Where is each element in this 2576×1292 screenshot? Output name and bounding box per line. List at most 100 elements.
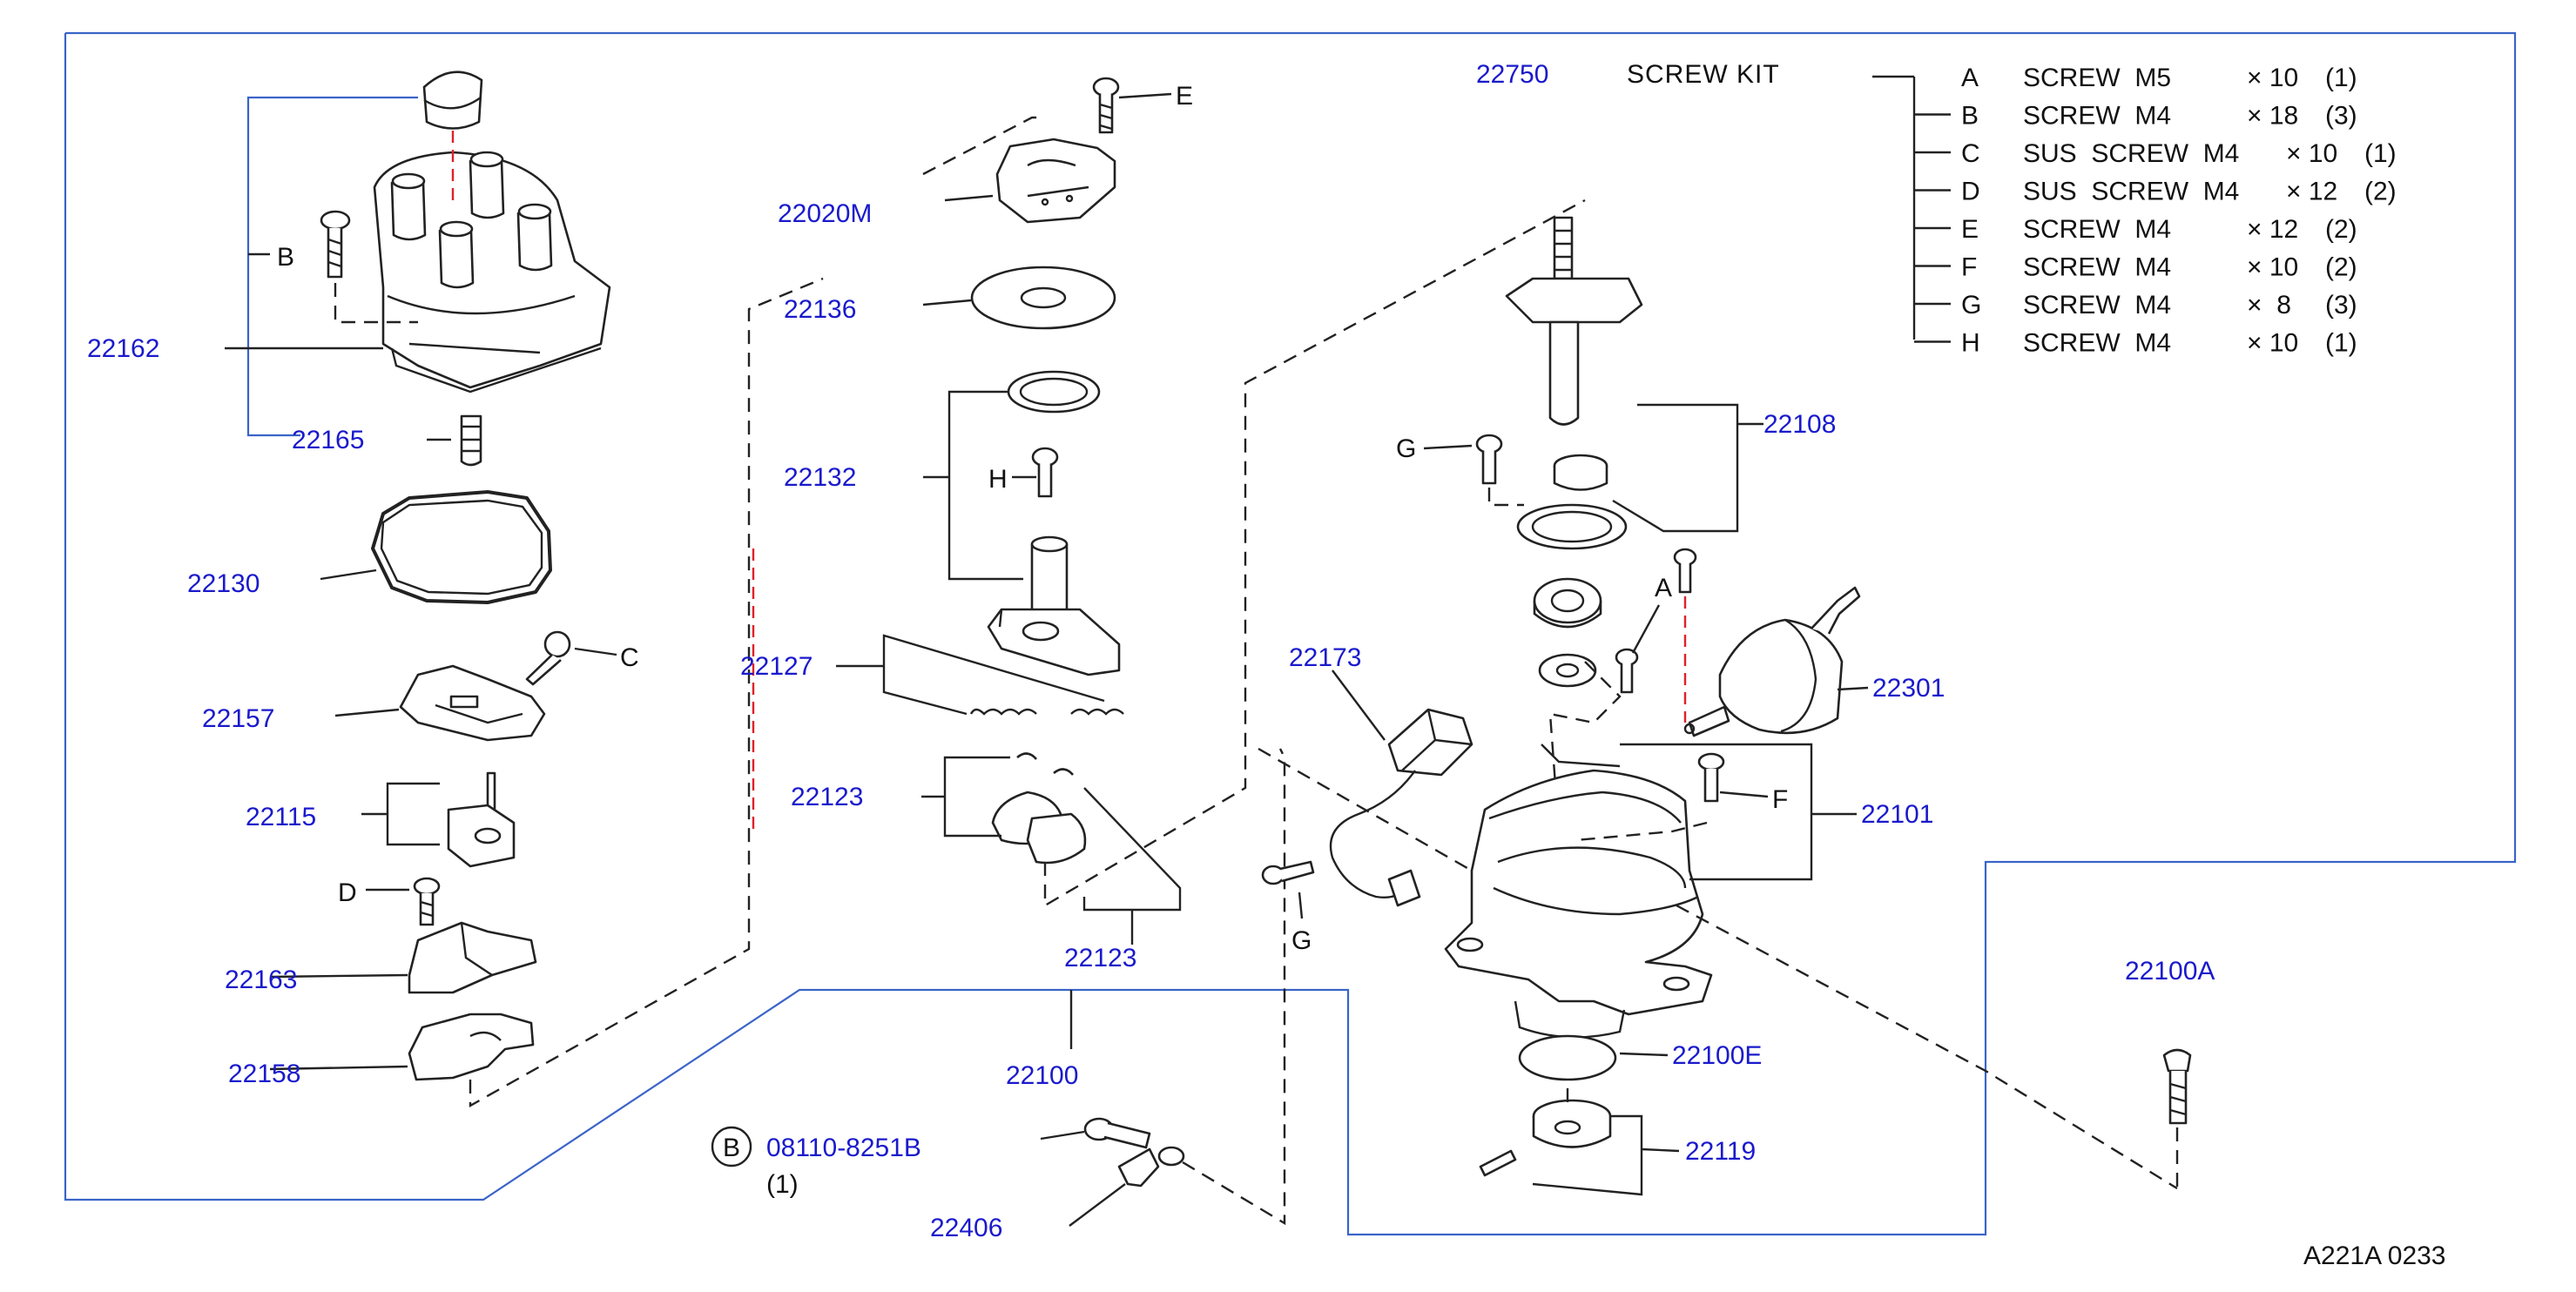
label-22301: 22301 — [1872, 674, 1945, 703]
label-22173: 22173 — [1289, 643, 1361, 672]
screw-kit-qty: (2) — [2325, 215, 2357, 244]
vacuum-advance — [1683, 586, 1861, 737]
label-22020M: 22020M — [778, 199, 872, 228]
signal-plate — [408, 921, 537, 994]
screw-kit-part-number: 22750 — [1476, 60, 1548, 89]
screw-kit-size: × 10 — [2247, 329, 2298, 358]
screw-kit-qty: (2) — [2364, 178, 2397, 206]
carbon-point — [460, 414, 482, 467]
diagram-reference: A221A 0233 — [2303, 1242, 2446, 1270]
screw-kit-qty: (1) — [2325, 64, 2357, 92]
screw-g-upper — [1475, 434, 1503, 485]
washer — [1538, 653, 1597, 688]
screw-kit-letter: D — [1961, 178, 1980, 206]
label-22115: 22115 — [246, 803, 316, 831]
screw-kit-qty: (2) — [2325, 253, 2357, 282]
screw-b — [320, 210, 351, 279]
label-22127: 22127 — [740, 652, 813, 681]
label-22162: 22162 — [87, 334, 159, 363]
screw-kit-size: × 8 — [2247, 291, 2291, 320]
screw-kit-letter: G — [1961, 291, 1981, 320]
screw-kit-letter: A — [1961, 64, 1979, 92]
screw-kit-row: G SCREW M4 × 8 (3) — [1914, 291, 2357, 320]
label-22406: 22406 — [930, 1214, 1002, 1242]
screw-kit-row: E SCREW M4 × 12 (2) — [1914, 215, 2357, 244]
governor-springs — [969, 708, 1124, 716]
label-22158: 22158 — [228, 1060, 300, 1088]
letter-g-upper: G — [1396, 434, 1416, 463]
screw-kit-title: SCREW KIT — [1627, 60, 1780, 89]
label-22132: 22132 — [784, 463, 856, 492]
label-22100A: 22100A — [2125, 957, 2215, 986]
screw-kit-qty: (3) — [2325, 291, 2357, 320]
label-22123-lower: 22123 — [1064, 944, 1136, 972]
bearing — [1533, 577, 1602, 629]
governor-weights — [991, 752, 1087, 865]
bolt — [1083, 1117, 1185, 1188]
label-22123-upper: 22123 — [791, 783, 863, 811]
screw-d — [413, 877, 441, 926]
screw-kit-size: × 12 — [2286, 178, 2337, 206]
rotor — [399, 664, 546, 742]
screw-f — [1697, 752, 1725, 803]
screw-kit-qty: (1) — [2364, 139, 2397, 168]
letter-b: B — [277, 243, 294, 272]
screw-kit-desc: SUS SCREW M4 — [2023, 178, 2239, 206]
screw-kit-desc: SCREW M4 — [2023, 102, 2171, 131]
label-22119: 22119 — [1685, 1137, 1756, 1166]
base-plate — [408, 1013, 535, 1081]
screw-kit-desc: SUS SCREW M4 — [2023, 139, 2239, 168]
screw-kit-row: C SUS SCREW M4 × 10 (1) — [1914, 139, 2397, 168]
screw-a — [1615, 548, 1697, 694]
bolt-circle-letter: B — [723, 1134, 740, 1162]
screw-kit-size: × 12 — [2247, 215, 2298, 244]
screw-e — [1092, 77, 1120, 134]
ignition-module — [995, 138, 1116, 224]
label-22101: 22101 — [1861, 800, 1933, 829]
screw-kit-letter: E — [1961, 215, 1979, 244]
screw-kit-qty: (3) — [2325, 102, 2357, 131]
shaft-pin-assembly — [447, 771, 516, 868]
distributor-cap — [373, 71, 611, 394]
distributor-housing — [1444, 744, 1713, 1039]
assembly-frame — [64, 31, 2517, 1236]
screw-kit-row: D SUS SCREW M4 × 12 (2) — [1914, 178, 2397, 206]
label-22157: 22157 — [202, 704, 274, 733]
label-22100E: 22100E — [1672, 1041, 1762, 1070]
bolt-qty: (1) — [766, 1170, 799, 1199]
screw-h — [1031, 447, 1059, 498]
screw-kit-row: B SCREW M4 × 18 (3) — [1914, 102, 2357, 131]
screw-g-lower — [1261, 860, 1315, 885]
screw-kit-letter: B — [1961, 102, 1979, 131]
screw-kit-desc: SCREW M4 — [2023, 253, 2171, 282]
wire-connector — [1329, 708, 1473, 907]
label-22100: 22100 — [1006, 1061, 1078, 1090]
screw-kit-desc: SCREW M4 — [2023, 329, 2171, 358]
letter-c: C — [620, 643, 639, 672]
letter-g-lower: G — [1291, 926, 1312, 955]
letter-a: A — [1655, 574, 1672, 602]
rotor-shaft — [987, 535, 1121, 676]
letter-h: H — [988, 465, 1008, 494]
screw-kit-size: × 10 — [2286, 139, 2337, 168]
screw-kit-letter: F — [1961, 253, 1977, 282]
screw-kit-desc: SCREW M4 — [2023, 291, 2171, 320]
label-22163: 22163 — [225, 966, 297, 994]
letter-d: D — [338, 878, 357, 907]
screw-kit-size: × 18 — [2247, 102, 2298, 131]
cap-gasket — [371, 490, 552, 604]
letter-f: F — [1772, 785, 1788, 814]
screw-kit-desc: SCREW M4 — [2023, 215, 2171, 244]
housing-o-ring — [1518, 1034, 1617, 1081]
label-22108: 22108 — [1763, 410, 1836, 439]
bolt-reference: B — [711, 1126, 752, 1168]
label-22130: 22130 — [187, 569, 260, 598]
screw-kit-size: × 10 — [2247, 253, 2298, 282]
screw-kit-letter: C — [1961, 139, 1980, 168]
letter-e: E — [1176, 82, 1193, 111]
mount-bolt — [2162, 1048, 2192, 1125]
screw-c — [525, 630, 571, 686]
